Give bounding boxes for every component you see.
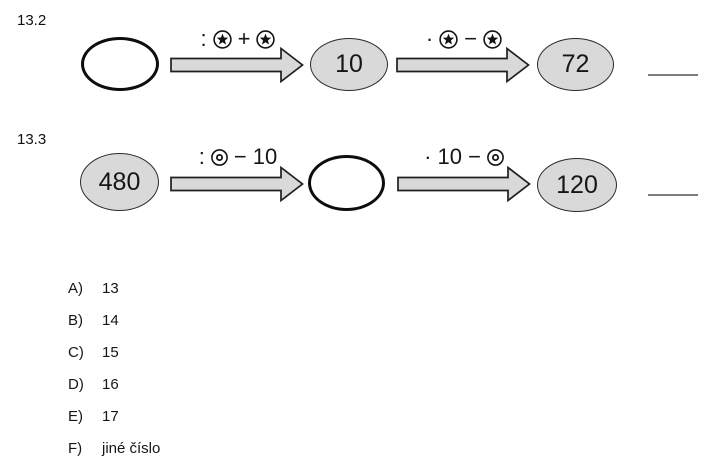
option-letter: D) xyxy=(68,376,84,393)
option-d: D) 16 xyxy=(68,377,119,393)
option-c: C) 15 xyxy=(68,345,119,361)
option-letter: E) xyxy=(68,408,83,425)
flow-arrow xyxy=(170,166,304,202)
circled-star-icon xyxy=(256,29,276,49)
circled-star-icon xyxy=(439,29,458,49)
answer-blank xyxy=(648,194,698,196)
op-text: · xyxy=(425,26,434,51)
flow-arrow xyxy=(170,47,304,83)
option-text: jiné číslo xyxy=(102,440,161,457)
op-text: · 10 − xyxy=(424,144,481,169)
node-value: 120 xyxy=(556,170,598,199)
circled-star-icon xyxy=(483,29,502,49)
option-text: 17 xyxy=(102,408,119,425)
flow-arrow xyxy=(396,47,530,83)
option-text: 15 xyxy=(102,344,119,361)
circled-star-icon xyxy=(212,29,232,49)
problem-number-13-3: 13.3 xyxy=(17,131,47,148)
node-value: 10 xyxy=(335,50,363,78)
option-letter: F) xyxy=(68,440,83,457)
option-b: B) 14 xyxy=(68,313,119,329)
option-letter: C) xyxy=(68,344,84,361)
problem-number-13-2: 13.2 xyxy=(17,12,47,29)
option-text: 13 xyxy=(102,280,119,297)
op-text: : xyxy=(198,144,205,169)
flow-arrow xyxy=(397,166,531,202)
option-letter: A) xyxy=(68,280,83,297)
node-start-empty xyxy=(81,37,159,91)
op-text: − 10 xyxy=(233,144,278,169)
operation-label: : + xyxy=(172,28,304,50)
option-e: E) 17 xyxy=(68,409,119,425)
node-value: 480 xyxy=(98,167,141,196)
option-f: F) jiné číslo xyxy=(68,441,160,457)
node-middle: 10 xyxy=(310,38,388,91)
option-a: A) 13 xyxy=(68,281,119,297)
operation-label: : − 10 xyxy=(172,146,304,168)
node-end: 72 xyxy=(537,38,614,91)
option-text: 16 xyxy=(102,376,119,393)
option-letter: B) xyxy=(68,312,83,329)
circled-dot-icon xyxy=(486,148,504,166)
op-text: + xyxy=(237,26,251,51)
circled-dot-icon xyxy=(210,148,228,166)
node-start: 480 xyxy=(80,153,159,211)
operation-label: · − xyxy=(398,28,530,50)
operation-label: · 10 − xyxy=(398,146,530,168)
answer-blank xyxy=(648,74,698,76)
node-end: 120 xyxy=(537,158,617,212)
op-text: − xyxy=(464,26,478,51)
option-text: 14 xyxy=(102,312,119,329)
node-value: 72 xyxy=(561,50,590,78)
op-text: : xyxy=(200,26,207,51)
node-middle-empty xyxy=(308,155,385,211)
